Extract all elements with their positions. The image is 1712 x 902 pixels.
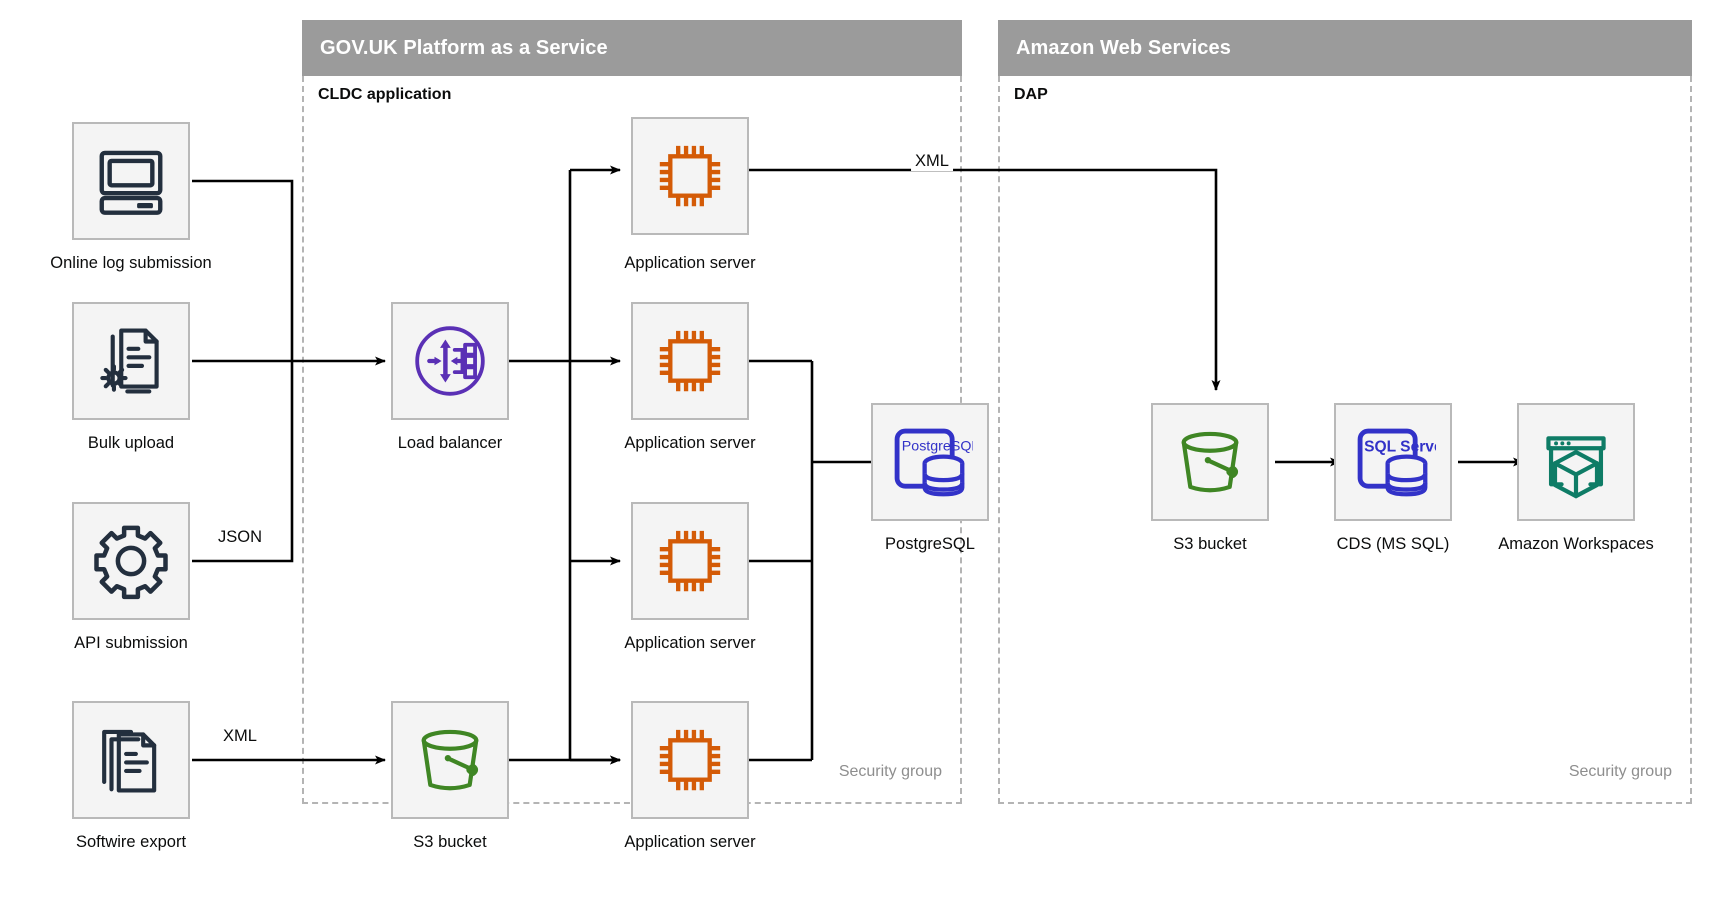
node-label-app-server-3: Application server — [624, 634, 756, 652]
node-app-server-1[interactable] — [631, 117, 749, 235]
node-load-balancer[interactable] — [391, 302, 509, 420]
node-s3-bucket-paas[interactable] — [391, 701, 509, 819]
s3-bucket-icon — [1168, 420, 1252, 504]
cpu-chip-icon — [648, 134, 732, 218]
postgresql-icon: PostgreSQL — [887, 419, 973, 505]
group-body-aws — [998, 76, 1692, 804]
node-cds-ms-sql[interactable]: SQL Server — [1334, 403, 1452, 521]
group-sublabel-dap: DAP — [1014, 86, 1048, 103]
edge-label-xml-transfer: XML — [911, 152, 953, 171]
node-online-log-submission[interactable] — [72, 122, 190, 240]
node-app-server-4[interactable] — [631, 701, 749, 819]
cpu-chip-icon — [648, 519, 732, 603]
group-header-aws: Amazon Web Services — [998, 20, 1692, 76]
node-s3-bucket-aws[interactable] — [1151, 403, 1269, 521]
edge-label-xml-source: XML — [219, 727, 261, 746]
node-label-bulk-upload: Bulk upload — [87, 434, 175, 452]
node-label-cds-ms-sql: CDS (MS SQL) — [1336, 535, 1450, 553]
node-label-s3-bucket-aws: S3 bucket — [1173, 535, 1247, 553]
group-footer-security-group-aws: Security group — [1568, 763, 1672, 780]
node-label-app-server-1: Application server — [624, 254, 756, 272]
s3-bucket-icon — [408, 718, 492, 802]
node-postgresql[interactable]: PostgreSQL — [871, 403, 989, 521]
sql-server-icon-text: SQL Server — [1364, 438, 1436, 455]
node-label-s3-bucket-paas: S3 bucket — [413, 833, 487, 851]
stacked-documents-icon — [92, 721, 170, 799]
cpu-chip-icon — [648, 718, 732, 802]
node-label-load-balancer: Load balancer — [397, 434, 503, 452]
node-label-online-log-submission: Online log submission — [50, 254, 212, 272]
node-bulk-upload[interactable] — [72, 302, 190, 420]
node-label-app-server-4: Application server — [624, 833, 756, 851]
node-label-app-server-2: Application server — [624, 434, 756, 452]
node-label-api-submission: API submission — [74, 634, 188, 652]
group-sublabel-cldc-application: CLDC application — [318, 86, 452, 103]
load-balancer-icon — [408, 319, 492, 403]
desktop-computer-icon — [92, 142, 170, 220]
document-gear-icon — [92, 322, 170, 400]
node-app-server-3[interactable] — [631, 502, 749, 620]
edge-label-json: JSON — [213, 528, 267, 547]
sql-server-icon: SQL Server — [1350, 419, 1436, 505]
node-api-submission[interactable] — [72, 502, 190, 620]
group-header-paas: GOV.UK Platform as a Service — [302, 20, 962, 76]
cpu-chip-icon — [648, 319, 732, 403]
node-label-postgresql: PostgreSQL — [885, 535, 975, 553]
gear-icon — [91, 521, 171, 601]
postgresql-icon-text: PostgreSQL — [902, 439, 973, 455]
node-label-softwire-export: Softwire export — [75, 833, 187, 851]
node-label-amazon-workspaces: Amazon Workspaces — [1498, 535, 1654, 553]
amazon-workspaces-icon — [1534, 420, 1618, 504]
node-amazon-workspaces[interactable] — [1517, 403, 1635, 521]
node-app-server-2[interactable] — [631, 302, 749, 420]
node-softwire-export[interactable] — [72, 701, 190, 819]
group-footer-security-group-paas: Security group — [838, 763, 942, 780]
